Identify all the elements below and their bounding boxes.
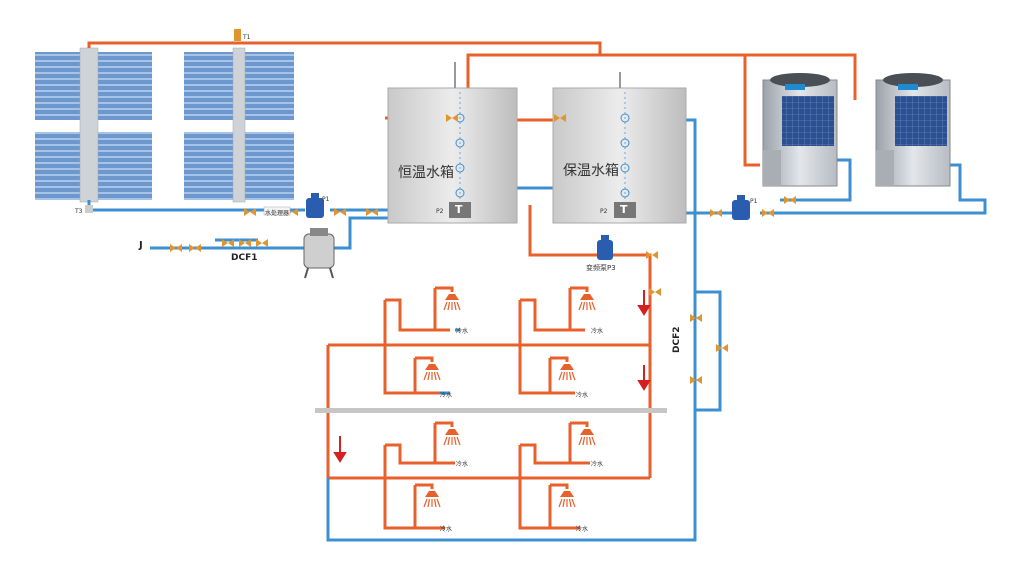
floor-divider: [315, 408, 667, 413]
cold-water-label: 冷水: [456, 461, 469, 468]
temp-sensor-icon: [85, 205, 93, 213]
valve-icon: [716, 344, 728, 352]
cold-water-label: 冷水: [440, 526, 453, 533]
valve-icon: [334, 208, 346, 216]
inlet-label: J: [139, 240, 143, 251]
tank1-sensor-badge: T: [455, 203, 463, 216]
valve-icon: [244, 208, 256, 216]
cold-water-label: 冷水: [576, 526, 589, 533]
water-treatment-label: 水处理器: [265, 210, 290, 217]
t1-label: T1: [243, 34, 251, 41]
shower-group: [423, 294, 596, 508]
cold-water-label: 冷水: [440, 392, 453, 399]
heat-pump-unit-icon: [762, 73, 838, 187]
hot-water-pipes: [87, 41, 857, 530]
valve-icon: [170, 244, 182, 252]
constant-temp-tank: [387, 62, 518, 224]
tank1-p2-label: P2: [436, 208, 444, 215]
valve-icon: [649, 288, 661, 296]
tank2-p2-label: P2: [600, 208, 608, 215]
valve-icon: [554, 114, 566, 122]
dcf1-label: DCF1: [231, 253, 258, 263]
dcf2-label: DCF2: [672, 326, 682, 354]
shower-icon: [558, 364, 576, 381]
shower-icon: [578, 294, 596, 311]
heat-pump-unit-icon: [875, 73, 951, 187]
valve-icon: [366, 208, 378, 216]
valve-icon: [189, 244, 201, 252]
water-treatment-icon: [263, 206, 291, 216]
flow-arrow-icon: [333, 290, 651, 463]
shower-icon: [443, 294, 461, 311]
valve-icon: [646, 251, 658, 259]
valve-icon: [256, 239, 268, 247]
solar-collector-icon: [35, 47, 294, 203]
cold-water-label: 冷水: [456, 328, 469, 335]
filter-tank-icon: [303, 228, 335, 279]
solar-collector-array: [35, 47, 294, 203]
valve-icon: [690, 314, 702, 322]
constant-temp-tank-label: 恒温水箱: [398, 165, 454, 181]
valve-icon: [690, 376, 702, 384]
pump-right-label: P1: [750, 198, 758, 205]
variable-pump-label: 变频泵P3: [586, 264, 616, 272]
pump-icon: [306, 193, 750, 260]
temp-sensor-icon: [234, 29, 241, 41]
shower-icon: [558, 491, 576, 508]
shower-icon: [423, 364, 441, 381]
pump-left-label: P1: [322, 196, 330, 203]
shower-icon: [443, 429, 461, 446]
valve-icon: [446, 114, 458, 122]
shower-icon: [423, 491, 441, 508]
valve-icon: [239, 239, 251, 247]
valve-icon: [710, 209, 722, 217]
tank2-sensor-badge: T: [620, 203, 628, 216]
valve-icon: [762, 209, 774, 217]
valve-group: [170, 114, 796, 384]
valve-icon: [784, 196, 796, 204]
valve-icon: [222, 239, 234, 247]
t3-label: T3: [75, 208, 83, 215]
shower-icon: [578, 429, 596, 446]
cold-water-label: 冷水: [591, 328, 604, 335]
cold-water-label: 冷水: [591, 461, 604, 468]
cold-water-label: 冷水: [576, 392, 589, 399]
insulation-tank-label: 保温水箱: [563, 163, 619, 179]
insulation-tank: [552, 72, 687, 224]
